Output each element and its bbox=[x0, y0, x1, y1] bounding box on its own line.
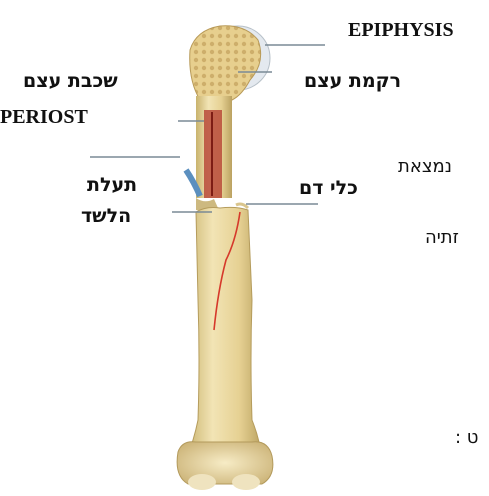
lower-shaft bbox=[186, 207, 262, 460]
label-bottom-fragment: : ט bbox=[455, 427, 478, 448]
label-epiphysis: EPIPHYSIS bbox=[348, 19, 454, 42]
upper-shaft bbox=[186, 96, 232, 198]
upper-epiphysis bbox=[190, 26, 270, 100]
label-periosteum: PERIOST bbox=[0, 106, 88, 129]
lower-epiphysis bbox=[177, 442, 273, 490]
label-blood-vessels: כלי דם bbox=[299, 177, 358, 199]
label-right-fragment: זתיה bbox=[425, 227, 459, 248]
label-located-fragment: נמצאת bbox=[398, 156, 452, 177]
label-marrow-canal-line2: הלשד bbox=[81, 205, 131, 227]
label-marrow-canal-line1: תעלת bbox=[87, 174, 137, 196]
label-bone-layer: שכבת עצם bbox=[23, 70, 118, 92]
label-spongy-bone: רקמת עצם bbox=[304, 70, 401, 92]
